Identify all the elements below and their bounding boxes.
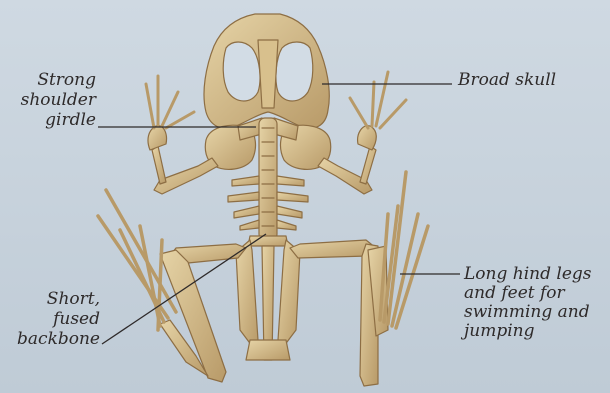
label-strong-shoulder-girdle: Strong shoulder girdle [8, 70, 96, 130]
label-broad-skull: Broad skull [458, 70, 598, 90]
label-long-hind-legs: Long hind legs and feet for swimming and… [464, 265, 610, 341]
label-short-fused-backbone: Short, fused backbone [4, 289, 100, 349]
